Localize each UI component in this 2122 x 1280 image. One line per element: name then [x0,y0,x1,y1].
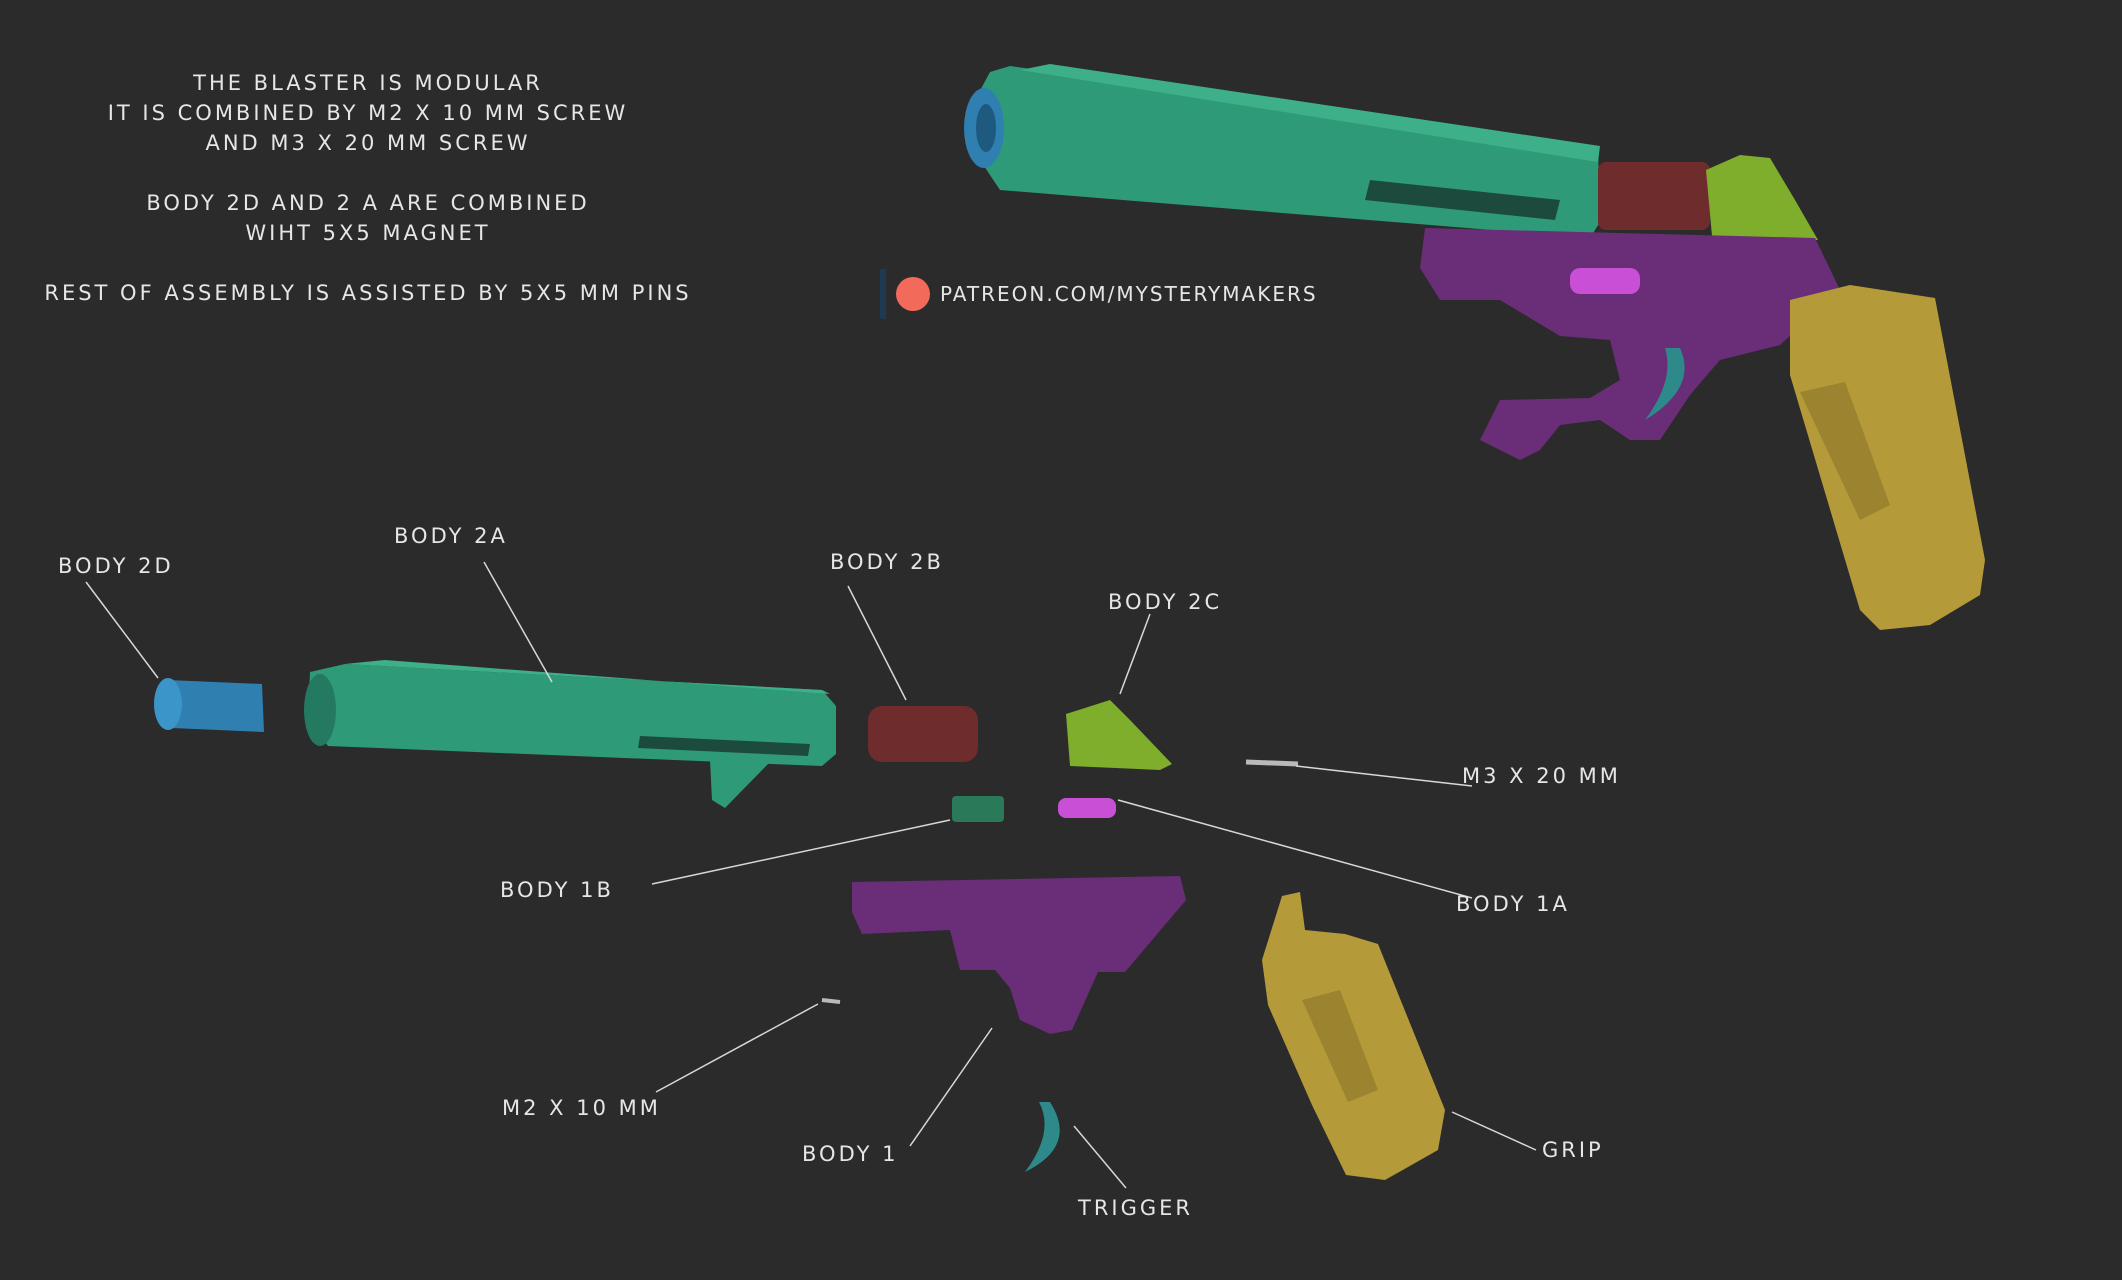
leader-body-1 [910,1028,992,1146]
part-body-1a [1058,798,1116,818]
assembled-rear-sight [1706,155,1818,240]
assembled-cylinder [1598,162,1710,230]
note-line-2: IT IS COMBINED BY M2 X 10 MM SCREW [108,98,629,128]
part-body-2b [868,706,978,762]
assembled-pin [1570,268,1640,294]
leader-body-2b [848,586,906,700]
patreon-url: PATREON.COM/MYSTERYMAKERS [940,282,1318,306]
note-line-1: THE BLASTER IS MODULAR [108,68,629,98]
label-body-2c: BODY 2C [1108,590,1222,614]
leader-body-2a [484,562,552,682]
assembly-notes-pins: REST OF ASSEMBLY IS ASSISTED BY 5X5 MM P… [44,278,691,308]
leader-grip [1452,1112,1536,1150]
label-body-2a: BODY 2A [394,524,508,548]
leader-body-2d [86,582,158,678]
assembly-notes: THE BLASTER IS MODULAR IT IS COMBINED BY… [108,68,629,158]
label-trigger: TRIGGER [1078,1196,1193,1220]
label-body-1b: BODY 1B [500,878,614,902]
leader-m3 [1296,766,1472,786]
leader-m2 [656,1004,818,1092]
assembled-muzzle-bore [976,104,996,152]
label-grip: GRIP [1542,1138,1604,1162]
patreon-bar-icon [880,269,886,319]
leader-body-2c [1120,614,1150,694]
note-line-5: WIHT 5X5 MAGNET [146,218,589,248]
part-body-2a-end [304,674,336,746]
leader-body-1b [652,820,950,884]
assembled-grip [1790,285,1985,630]
label-body-2b: BODY 2B [830,550,944,574]
part-m3-screw [1246,762,1298,764]
part-body-1b [952,796,1004,822]
label-body-2d: BODY 2D [58,554,174,578]
note-line-3: AND M3 X 20 MM SCREW [108,128,629,158]
patreon-link[interactable]: PATREON.COM/MYSTERYMAKERS [880,268,1318,320]
part-body-2d [168,680,264,732]
patreon-logo-icon [896,277,930,311]
leader-trigger [1074,1126,1126,1188]
assembly-notes-magnet: BODY 2D AND 2 A ARE COMBINED WIHT 5X5 MA… [146,188,589,248]
part-body-2c [1066,700,1172,770]
exploded-parts [154,660,1445,1180]
label-body-1: BODY 1 [802,1142,898,1166]
part-body-1 [852,876,1186,1034]
note-line-4: BODY 2D AND 2 A ARE COMBINED [146,188,589,218]
assembled-frame [1420,228,1840,460]
part-trigger [1025,1102,1060,1172]
label-body-1a: BODY 1A [1456,892,1570,916]
label-m3-screw: M3 X 20 MM [1462,764,1621,788]
part-body-2a-lug [710,760,770,808]
part-body-2d-end [154,678,182,730]
label-m2-screw: M2 X 10 MM [502,1096,661,1120]
assembled-blaster [964,64,1985,630]
part-m2-screw [822,1000,840,1002]
note-line-6: REST OF ASSEMBLY IS ASSISTED BY 5X5 MM P… [44,278,691,308]
